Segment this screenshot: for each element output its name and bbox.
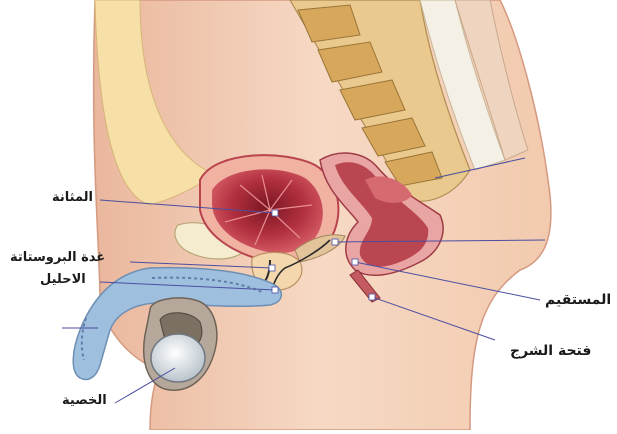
- label-prostate: غدة البروستاتة: [10, 250, 105, 265]
- testis: [151, 334, 205, 382]
- label-anus: فتحة الشرج: [510, 343, 591, 359]
- label-testis: الخصية: [62, 393, 107, 408]
- label-bladder: المثانة: [52, 190, 93, 205]
- label-rectum: المستقيم: [545, 292, 611, 308]
- label-urethra: الاحليل: [40, 272, 86, 287]
